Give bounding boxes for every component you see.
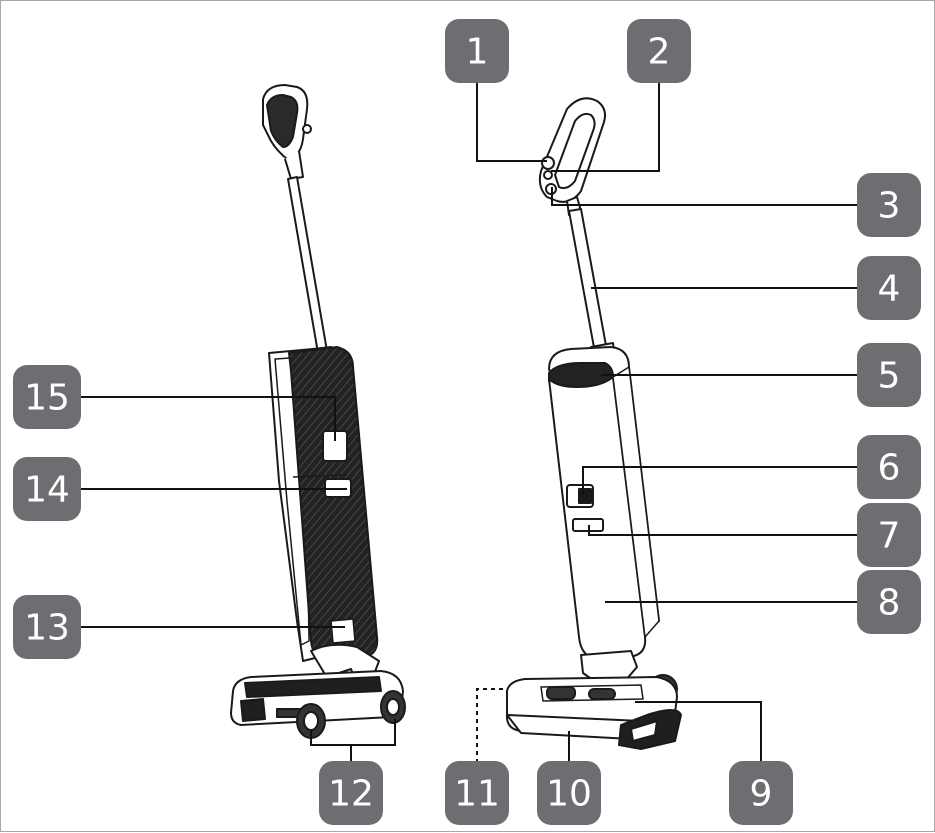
wheels-rear [296, 690, 406, 739]
vacuum-rear-view [230, 84, 406, 739]
handle-rear [262, 84, 312, 180]
callout-13-label: 13 [24, 608, 70, 649]
callout-14-label: 14 [24, 470, 70, 511]
callout-15-label: 15 [24, 378, 70, 419]
leader-11 [476, 688, 505, 763]
leader-lines [81, 83, 859, 763]
leader-3 [551, 187, 859, 206]
callout-2: 2 [627, 19, 691, 83]
main-body-front [548, 346, 660, 660]
callout-7: 7 [857, 503, 921, 567]
vacuum-front-view [506, 97, 682, 750]
callout-12: 12 [319, 761, 383, 825]
callout-3: 3 [857, 173, 921, 237]
callout-3-label: 3 [878, 186, 901, 227]
callout-8: 8 [857, 570, 921, 634]
callout-14: 14 [13, 457, 81, 521]
callout-5-label: 5 [878, 356, 901, 397]
stick-front [568, 208, 616, 362]
floor-head-front [506, 676, 682, 750]
callout-6-label: 6 [878, 448, 901, 489]
leader-12 [310, 719, 396, 746]
callout-15: 15 [13, 365, 81, 429]
callout-4-label: 4 [878, 269, 901, 310]
stick-rear [287, 176, 334, 360]
callout-12-label: 12 [328, 774, 374, 815]
callout-13: 13 [13, 595, 81, 659]
callout-8-label: 8 [878, 583, 901, 624]
callout-6: 6 [857, 435, 921, 499]
leader-7 [588, 525, 859, 536]
main-body-rear [268, 346, 379, 662]
handle-front [538, 97, 606, 216]
callout-5: 5 [857, 343, 921, 407]
callout-4: 4 [857, 256, 921, 320]
floor-head-rear [230, 670, 404, 726]
callout-7-label: 7 [878, 516, 901, 557]
callout-1-label: 1 [466, 32, 489, 73]
callout-10-label: 10 [546, 774, 592, 815]
callout-11-label: 11 [454, 774, 500, 815]
callout-9: 9 [729, 761, 793, 825]
leader-2 [551, 83, 660, 172]
callout-1: 1 [445, 19, 509, 83]
callout-badges: 1 2 3 4 5 6 7 8 [13, 19, 921, 825]
leader-1 [476, 83, 547, 162]
leader-15 [81, 396, 336, 441]
callout-2-label: 2 [648, 32, 671, 73]
callout-9-label: 9 [750, 774, 773, 815]
leader-6 [582, 466, 859, 495]
leader-9 [635, 701, 762, 763]
callout-10: 10 [537, 761, 601, 825]
callout-11: 11 [445, 761, 509, 825]
